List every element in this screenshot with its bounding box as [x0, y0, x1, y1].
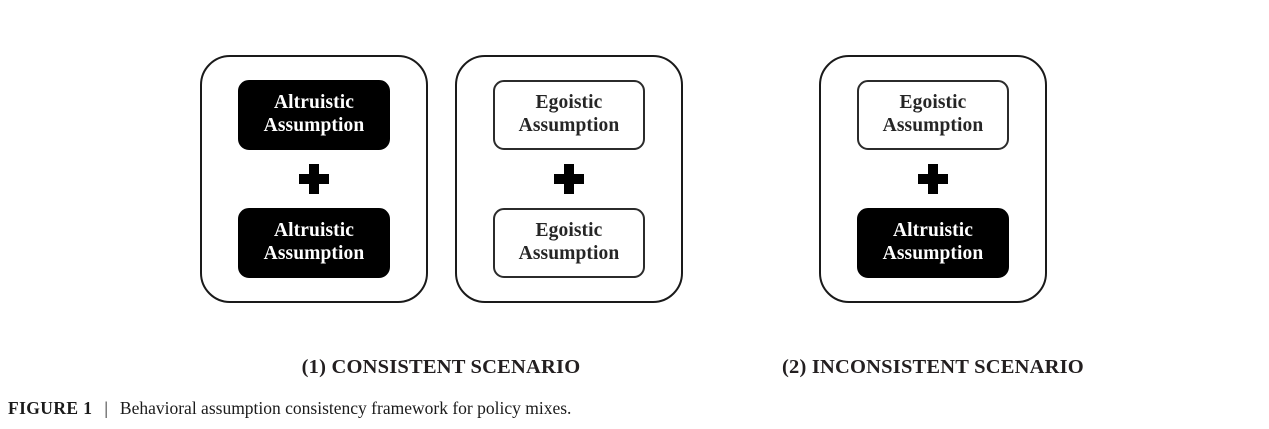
- scenario-label-consistent: (1) CONSISTENT SCENARIO: [301, 356, 581, 378]
- assumption-box-egoistic: Egoistic Assumption: [493, 80, 645, 150]
- scenario-label-inconsistent: (2) INCONSISTENT SCENARIO: [782, 356, 1084, 378]
- figure-number: FIGURE 1: [8, 398, 93, 418]
- assumption-box-altruistic: Altruistic Assumption: [238, 80, 390, 150]
- figure-caption: FIGURE 1 | Behavioral assumption consist…: [8, 398, 571, 419]
- policy-panel-1-2: Egoistic Assumption Egoistic Assumption: [455, 55, 683, 303]
- assumption-box-line-2: Assumption: [263, 243, 365, 264]
- plus-icon: [299, 164, 329, 194]
- assumption-box-line-2: Assumption: [518, 115, 620, 136]
- scenario-group-inconsistent: Egoistic Assumption Altruistic Assumptio…: [819, 55, 1047, 303]
- assumption-box-line-1: Egoistic: [535, 220, 603, 242]
- assumption-box-line-2: Assumption: [518, 243, 620, 264]
- assumption-box-line-1: Altruistic: [273, 220, 355, 242]
- assumption-box-line-1: Egoistic: [899, 92, 967, 114]
- assumption-box-line-1: Egoistic: [535, 92, 603, 114]
- figure-diagram: Altruistic Assumption Altruistic Assumpt…: [200, 55, 1084, 378]
- assumption-box-egoistic: Egoistic Assumption: [857, 80, 1009, 150]
- plus-icon: [918, 164, 948, 194]
- assumption-box-line-2: Assumption: [882, 115, 984, 136]
- assumption-box-altruistic: Altruistic Assumption: [238, 208, 390, 278]
- assumption-box-altruistic: Altruistic Assumption: [857, 208, 1009, 278]
- assumption-box-egoistic: Egoistic Assumption: [493, 208, 645, 278]
- policy-panel-2-1: Egoistic Assumption Altruistic Assumptio…: [819, 55, 1047, 303]
- assumption-box-line-2: Assumption: [882, 243, 984, 264]
- policy-panel-1-1: Altruistic Assumption Altruistic Assumpt…: [200, 55, 428, 303]
- assumption-box-line-1: Altruistic: [273, 92, 355, 114]
- plus-icon: [554, 164, 584, 194]
- assumption-box-line-2: Assumption: [263, 115, 365, 136]
- scenario-group-consistent: Altruistic Assumption Altruistic Assumpt…: [200, 55, 683, 303]
- caption-separator: |: [104, 398, 108, 418]
- assumption-box-line-1: Altruistic: [892, 220, 974, 242]
- caption-text: Behavioral assumption consistency framew…: [119, 398, 572, 418]
